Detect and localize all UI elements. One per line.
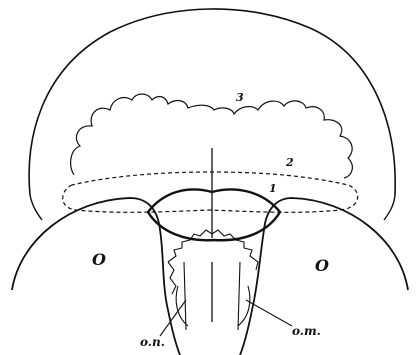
orbit-outline-right <box>240 198 408 355</box>
label-region-1: 1 <box>269 183 277 194</box>
zigzag-suture-left-branch <box>168 262 176 294</box>
nerve-curve-right <box>238 286 250 326</box>
label-orbit-right: O <box>315 258 329 274</box>
label-region-2: 2 <box>286 157 294 168</box>
label-nerve-om: o.m. <box>292 325 321 337</box>
label-region-3: 3 <box>236 92 244 103</box>
leader-line-om <box>246 300 292 326</box>
label-nerve-on: o.n. <box>140 336 165 348</box>
outer-dome-tail-right <box>384 195 395 220</box>
label-orbit-left: O <box>92 252 106 268</box>
inner-nasal-line-right <box>238 262 240 330</box>
inner-nasal-line-left <box>184 262 186 330</box>
outer-dome-tail-left <box>30 195 42 220</box>
